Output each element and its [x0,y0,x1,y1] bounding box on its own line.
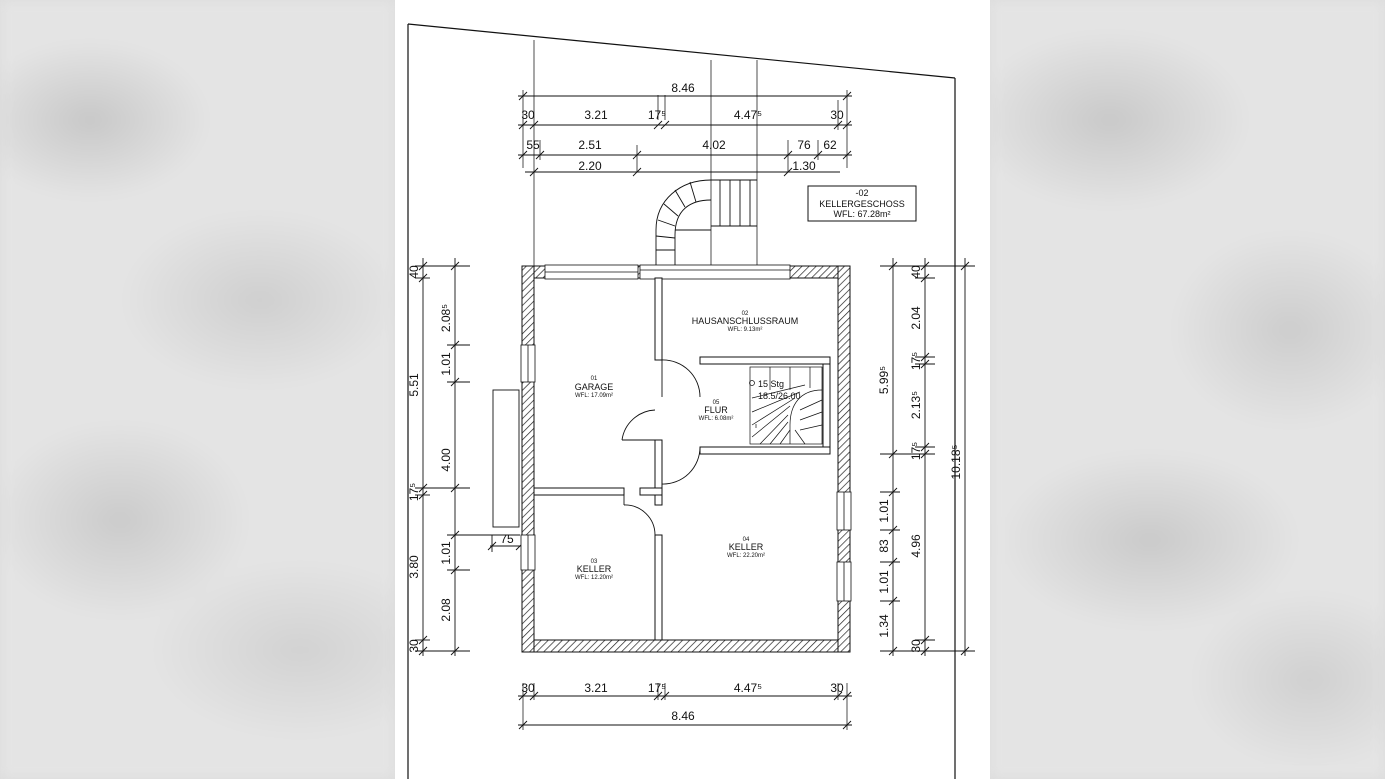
dim-top-total: 8.46 [671,81,695,95]
floor-plan-sheet: -02 KELLERGESCHOSS WFL: 67.28m² 01 GARAG… [395,0,990,779]
dim-right-40: 40 [909,265,923,279]
dim-left-380: 3.80 [407,555,421,579]
dim-r3-220: 2.20 [578,159,602,173]
dim-bot-321: 3.21 [584,681,608,695]
dim-top-321: 3.21 [584,108,608,122]
keller3-area: WFL: 12.20m² [575,575,613,581]
dimension-lines-top [518,91,852,177]
dim-left-551: 5.51 [407,373,421,397]
dim-left-2085: 2.08⁵ [439,304,453,332]
garage-area: WFL: 17.09m² [575,393,613,399]
dim-left-101b: 1.01 [439,541,453,565]
dim-top-30b: 30 [830,108,844,122]
dim-left-101a: 1.01 [439,352,453,376]
dim-left-30: 30 [407,639,421,653]
dim-left-400: 4.00 [439,448,453,472]
blurred-background-right [990,0,1385,779]
keller4-number: 04 [743,537,750,543]
blurred-background-left [0,0,395,779]
dim-r2-62: 62 [823,138,837,152]
dim-right-5995: 5.99⁵ [877,366,891,394]
dim-r2-402: 4.02 [702,138,726,152]
dim-right-134: 1.34 [877,614,891,638]
dim-right-175b: 17⁵ [909,442,923,460]
property-boundary [407,23,956,779]
dim-right-10185: 10.18⁵ [949,444,963,479]
dim-bot-30a: 30 [521,681,535,695]
dim-right-204: 2.04 [909,306,923,330]
dim-top-175: 17⁵ [648,108,666,122]
interior-walls [533,277,831,641]
dimension-lines-bottom [518,691,852,730]
floor-name: KELLERGESCHOSS [819,199,905,209]
dim-right-83: 83 [877,539,891,553]
garage-number: 01 [591,376,598,382]
dimension-texts-right: 40 2.04 17⁵ 5.99⁵ 2.13⁵ 17⁵ 10.18⁵ 1.01 … [877,265,963,653]
dimension-lines-right [880,258,975,656]
flur-number: 05 [713,400,720,406]
stair-steps: 15 Stg [758,379,784,389]
dim-bot-total: 8.46 [671,709,695,723]
dim-right-101a: 1.01 [877,499,891,523]
keller3-number: 03 [591,559,598,565]
hausanschluss-number: 02 [742,311,749,317]
dim-right-2135: 2.13⁵ [909,391,923,419]
interior-stair [749,366,823,445]
floor-area: WFL: 67.28m² [833,209,890,219]
dim-r2-76: 76 [797,138,811,152]
dim-right-101b: 1.01 [877,570,891,594]
hausanschluss-area: WFL: 9.13m² [728,327,763,333]
dim-top-30a: 30 [521,108,535,122]
dim-r3-130: 1.30 [792,159,816,173]
dim-left-40: 40 [407,265,421,279]
flur-area: WFL: 6.08m² [699,416,734,422]
dim-left-75: 75 [500,532,514,546]
dim-right-175a: 17⁵ [909,352,923,370]
flur-name: FLUR [704,405,728,415]
hausanschluss-name: HAUSANSCHLUSSRAUM [692,316,799,326]
dimension-lines-left [415,258,525,656]
dim-bot-4475: 4.47⁵ [734,681,762,695]
dim-bot-30b: 30 [830,681,844,695]
dimension-texts-top: 8.46 30 3.21 17⁵ 4.47⁵ 30 55 2.51 4.02 7… [521,81,844,173]
stair-ratio: 18.5/26.00 [758,391,801,401]
dimension-texts-bottom: 30 3.21 17⁵ 4.47⁵ 30 8.46 75 [500,532,844,723]
dim-r2-55: 55 [526,138,540,152]
dim-left-175: 17⁵ [407,483,421,501]
dim-bot-175: 17⁵ [648,681,666,695]
door-swings [621,359,701,536]
floor-plan-drawing: -02 KELLERGESCHOSS WFL: 67.28m² 01 GARAG… [407,23,975,779]
floor-code: -02 [855,188,868,198]
keller3-name: KELLER [577,564,612,574]
keller4-name: KELLER [729,542,764,552]
garage-name: GARAGE [575,382,614,392]
exterior-stair [655,179,757,266]
dim-left-208: 2.08 [439,598,453,622]
dim-right-30: 30 [909,639,923,653]
keller4-area: WFL: 22.20m² [727,553,765,559]
floor-legend: -02 KELLERGESCHOSS WFL: 67.28m² [807,185,917,222]
dim-top-4475: 4.47⁵ [734,108,762,122]
dim-right-496: 4.96 [909,534,923,558]
room-labels: 01 GARAGE WFL: 17.09m² 02 HAUSANSCHLUSSR… [575,311,801,581]
exterior-walls [492,264,852,653]
dimension-texts-left: 40 2.08⁵ 1.01 5.51 4.00 17⁵ 1.01 3.80 2.… [407,265,453,653]
dim-r2-251: 2.51 [578,138,602,152]
